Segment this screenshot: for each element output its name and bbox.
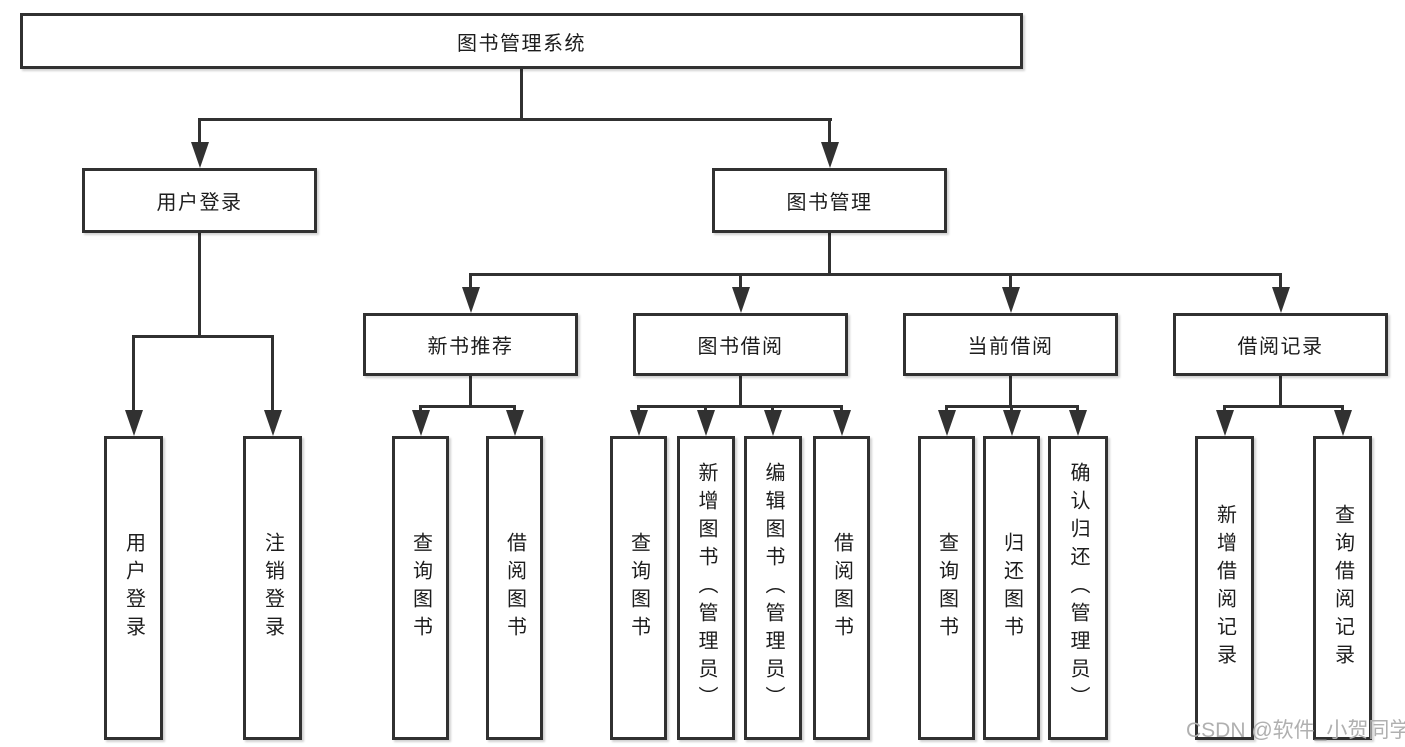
leaf-add-borrow-record-label: 新增借阅记录 (1213, 504, 1236, 672)
arrow-down-icon (1003, 410, 1021, 436)
connector-line (840, 405, 843, 413)
leaf-query-books-borrow-label: 查询图书 (627, 532, 650, 644)
connector-line (1341, 405, 1344, 413)
arrow-down-icon (1002, 287, 1020, 313)
connector-line (1279, 273, 1282, 289)
arrow-down-icon (697, 410, 715, 436)
connector-line (739, 376, 742, 406)
leaf-query-books-current-label: 查询图书 (935, 532, 958, 644)
node-book-management: 图书管理 (712, 168, 947, 233)
leaf-confirm-return-admin-label: 确认归还（管理员） (1067, 462, 1089, 714)
connector-line (520, 69, 523, 118)
arrow-down-icon (412, 410, 430, 436)
arrow-down-icon (1272, 287, 1290, 313)
connector-line (132, 335, 274, 338)
leaf-logout-label: 注销登录 (261, 532, 284, 644)
connector-line (828, 118, 831, 144)
node-current-borrow-label: 当前借阅 (967, 336, 1054, 358)
connector-line (1076, 405, 1079, 413)
leaf-edit-book-admin: 编辑图书（管理员） (744, 436, 802, 740)
connector-line (1010, 405, 1013, 413)
leaf-logout: 注销登录 (243, 436, 302, 740)
leaf-borrow-books: 借阅图书 (813, 436, 870, 740)
connector-line (469, 273, 1282, 276)
connector-line (771, 405, 774, 413)
leaf-query-books-recommend-label: 查询图书 (409, 532, 432, 644)
node-borrow-records-label: 借阅记录 (1237, 336, 1324, 358)
connector-line (1223, 405, 1226, 413)
connector-line (1279, 376, 1282, 406)
connector-line (132, 335, 135, 412)
arrow-down-icon (764, 410, 782, 436)
connector-line (419, 405, 422, 413)
arrow-down-icon (191, 142, 209, 168)
arrow-down-icon (630, 410, 648, 436)
leaf-add-borrow-record: 新增借阅记录 (1195, 436, 1254, 740)
node-book-borrow-label: 图书借阅 (697, 336, 784, 358)
arrow-down-icon (1069, 410, 1087, 436)
leaf-borrow-books-label: 借阅图书 (830, 532, 853, 644)
leaf-add-book-admin: 新增图书（管理员） (677, 436, 735, 740)
connector-line (469, 376, 472, 406)
node-user-login-label: 用户登录 (156, 192, 243, 214)
leaf-query-borrow-record: 查询借阅记录 (1313, 436, 1372, 740)
leaf-return-book-label: 归还图书 (1000, 532, 1023, 644)
arrow-down-icon (833, 410, 851, 436)
connector-line (1009, 376, 1012, 406)
leaf-user-login: 用户登录 (104, 436, 163, 740)
connector-line (198, 118, 832, 121)
node-current-borrow: 当前借阅 (903, 313, 1118, 376)
arrow-down-icon (125, 410, 143, 436)
watermark: CSDN @软件_小贺同学 (1186, 719, 1405, 742)
node-user-login: 用户登录 (82, 168, 317, 233)
connector-line (1223, 405, 1344, 408)
leaf-borrow-books-recommend: 借阅图书 (486, 436, 543, 740)
node-borrow-records: 借阅记录 (1173, 313, 1388, 376)
connector-line (739, 273, 742, 289)
node-root: 图书管理系统 (20, 13, 1023, 69)
leaf-query-books-recommend: 查询图书 (392, 436, 449, 740)
arrow-down-icon (1216, 410, 1234, 436)
connector-line (198, 118, 201, 144)
connector-line (704, 405, 707, 413)
connector-line (828, 233, 831, 273)
connector-line (945, 405, 948, 413)
arrow-down-icon (1334, 410, 1352, 436)
arrow-down-icon (506, 410, 524, 436)
connector-line (637, 405, 640, 413)
arrow-down-icon (462, 287, 480, 313)
connector-line (271, 335, 274, 412)
leaf-query-books-borrow: 查询图书 (610, 436, 667, 740)
leaf-add-book-admin-label: 新增图书（管理员） (695, 462, 717, 714)
connector-line (198, 233, 201, 335)
leaf-edit-book-admin-label: 编辑图书（管理员） (762, 462, 784, 714)
leaf-return-book: 归还图书 (983, 436, 1040, 740)
connector-line (513, 405, 516, 413)
arrow-down-icon (264, 410, 282, 436)
leaf-user-login-label: 用户登录 (122, 532, 145, 644)
node-new-book-recommend: 新书推荐 (363, 313, 578, 376)
leaf-query-borrow-record-label: 查询借阅记录 (1331, 504, 1354, 672)
connector-line (1009, 273, 1012, 289)
node-book-borrow: 图书借阅 (633, 313, 848, 376)
leaf-query-books-current: 查询图书 (918, 436, 975, 740)
connector-line (469, 273, 472, 289)
leaf-confirm-return-admin: 确认归还（管理员） (1048, 436, 1108, 740)
node-root-label: 图书管理系统 (457, 32, 586, 55)
node-new-book-recommend-label: 新书推荐 (427, 336, 514, 358)
arrow-down-icon (938, 410, 956, 436)
connector-line (637, 405, 843, 408)
connector-line (419, 405, 516, 408)
node-book-management-label: 图书管理 (786, 192, 873, 214)
leaf-borrow-books-recommend-label: 借阅图书 (503, 532, 526, 644)
arrow-down-icon (821, 142, 839, 168)
arrow-down-icon (732, 287, 750, 313)
